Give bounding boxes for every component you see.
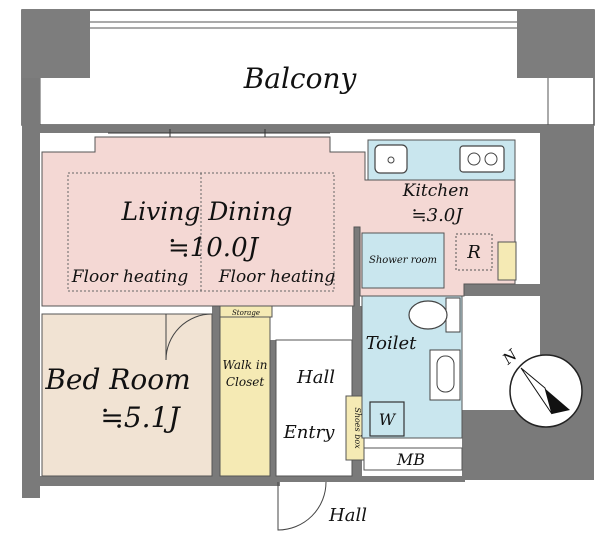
living-dining-label: Living Dining bbox=[120, 197, 292, 226]
kitchen-label: Kitchen bbox=[402, 181, 469, 201]
bedroom-size: ≒5.1J bbox=[100, 401, 181, 434]
floor-heating-right: Floor heating bbox=[218, 267, 336, 287]
refrigerator-label: R bbox=[466, 242, 481, 263]
toilet-icon bbox=[408, 297, 461, 333]
bedroom-label: Bed Room bbox=[44, 363, 190, 396]
toilet-label: Toilet bbox=[366, 333, 418, 354]
bedroom-door-swing bbox=[165, 313, 213, 361]
mb-label: MB bbox=[396, 450, 425, 469]
meter-box: MB bbox=[363, 447, 463, 471]
hall-outer-label: Hall bbox=[328, 505, 367, 526]
kitchen-size: ≒3.0J bbox=[412, 205, 465, 226]
compass-north-label: N bbox=[498, 345, 521, 368]
washer-box bbox=[369, 401, 405, 437]
floor-heating-left: Floor heating bbox=[71, 267, 189, 287]
kitchen-area: Kitchen ≒3.0J R bbox=[367, 139, 517, 281]
entry-label: Entry bbox=[283, 422, 336, 443]
sink-icon bbox=[374, 144, 408, 174]
entry-door-swing bbox=[277, 481, 327, 531]
closet-label-line1: Walk in bbox=[223, 358, 268, 372]
balcony-label: Balcony bbox=[243, 62, 358, 95]
balcony-area: Balcony bbox=[21, 9, 595, 126]
washer-label: W bbox=[379, 410, 397, 429]
stove-icon bbox=[459, 145, 505, 173]
hall-inner-label: Hall bbox=[296, 367, 335, 388]
shower-room-label: Shower room bbox=[369, 255, 437, 266]
bedroom: Bed Room ≒5.1J bbox=[41, 313, 213, 477]
refrigerator-icon: R bbox=[455, 233, 493, 271]
hall-entry: Hall Entry Shoes box bbox=[275, 339, 365, 531]
shower-room: Shower room bbox=[361, 232, 445, 289]
closet-label-line2: Closet bbox=[226, 375, 265, 389]
storage: Storage bbox=[219, 305, 273, 318]
walk-in-closet: Walk in Closet bbox=[219, 316, 271, 477]
storage-label: Storage bbox=[232, 309, 260, 317]
washbasin-icon bbox=[429, 349, 461, 401]
walls bbox=[22, 78, 594, 498]
compass-icon: N bbox=[498, 345, 583, 428]
living-dining-size: ≒10.0J bbox=[168, 233, 260, 263]
shoes-box-label: Shoes box bbox=[353, 407, 362, 449]
toilet-room: Toilet W bbox=[361, 295, 463, 439]
